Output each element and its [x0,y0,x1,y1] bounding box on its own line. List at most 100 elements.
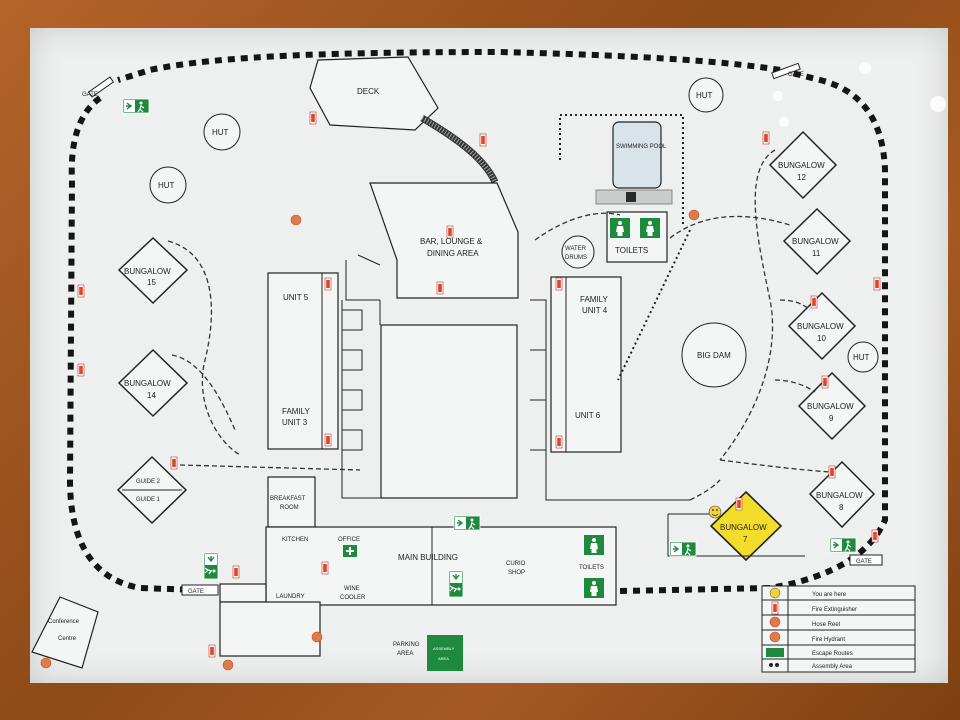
svg-text:BIG DAM: BIG DAM [697,351,731,360]
legend-hose-reel: Hose Reel [812,622,840,628]
glass-glare [773,62,946,127]
deck: DECK [309,56,439,131]
svg-text:UNIT 5: UNIT 5 [283,293,309,302]
svg-text:SWIMMING POOL: SWIMMING POOL [616,144,667,150]
office-first-aid [343,545,357,557]
bungalow-11: BUNGALOW 11 [782,207,852,276]
legend-assembly-area: Assembly Area [812,664,853,670]
big-dam: BIG DAM [681,322,747,388]
svg-text:MAIN BUILDING: MAIN BUILDING [398,553,458,562]
svg-text:TOILETS: TOILETS [579,565,604,571]
deck-walkway [420,114,499,184]
unit-5-family-unit-3: UNIT 5 FAMILY UNIT 3 [267,272,339,450]
bungalow-15: BUNGALOW 15 [117,236,189,305]
water-drums: WATER DRUMS [561,235,595,269]
svg-text:Conference: Conference [48,619,80,625]
gate-top-right: GATE [771,62,804,80]
svg-text:GATE: GATE [82,92,98,98]
svg-text:FAMILY: FAMILY [580,295,609,304]
svg-text:12: 12 [797,173,806,182]
svg-text:ROOM: ROOM [280,505,299,511]
svg-text:TOILETS: TOILETS [615,246,648,255]
bungalow-12: BUNGALOW 12 [768,130,838,200]
gate-bottom-right: GATE [849,554,883,566]
svg-text:DINING AREA: DINING AREA [427,249,479,258]
svg-text:HUT: HUT [158,181,175,190]
svg-text:GUIDE 2: GUIDE 2 [136,479,161,485]
main-building: BREAKFAST ROOM KITCHEN OFFICE MAIN BUILD… [219,476,617,657]
svg-text:FAMILY: FAMILY [282,407,311,416]
legend-escape-routes: Escape Routes [812,651,853,657]
you-are-here-marker [708,505,722,519]
parking-area: PARKING AREA ASSEMBLY AREA [393,635,463,671]
svg-text:BUNGALOW: BUNGALOW [124,379,171,388]
gate-bottom-left: GATE [181,584,219,596]
svg-text:BUNGALOW: BUNGALOW [124,267,171,276]
svg-text:KITCHEN: KITCHEN [282,537,308,543]
svg-text:BUNGALOW: BUNGALOW [807,402,854,411]
svg-text:UNIT 3: UNIT 3 [282,418,308,427]
bungalow-8: BUNGALOW 8 [808,460,876,529]
svg-text:WINE: WINE [344,586,360,592]
svg-text:HUT: HUT [212,128,229,137]
svg-text:9: 9 [829,414,834,423]
svg-text:DECK: DECK [357,87,380,96]
svg-text:15: 15 [147,278,156,287]
svg-text:BUNGALOW: BUNGALOW [720,523,767,532]
svg-text:BUNGALOW: BUNGALOW [778,161,825,170]
svg-text:8: 8 [839,503,844,512]
svg-text:GUIDE 1: GUIDE 1 [136,497,161,503]
svg-text:WATER: WATER [565,246,587,252]
svg-text:LAUNDRY: LAUNDRY [276,594,305,600]
svg-text:GATE: GATE [788,72,804,78]
toilet-sign [584,535,604,555]
svg-text:GATE: GATE [188,589,204,595]
gate-top-left: GATE [82,76,115,98]
svg-text:BUNGALOW: BUNGALOW [816,491,863,500]
svg-text:DRUMS: DRUMS [565,255,587,261]
svg-text:Centre: Centre [58,636,77,642]
legend-fire-hydrant: Fire Hydrant [812,637,845,643]
svg-text:11: 11 [812,249,821,258]
footpaths [167,149,831,501]
svg-text:BUNGALOW: BUNGALOW [792,237,839,246]
toilet-sign [584,578,604,598]
hut: HUT [149,166,187,204]
svg-text:BAR, LOUNGE &: BAR, LOUNGE & [420,237,483,246]
svg-text:SHOP: SHOP [508,570,525,576]
legend-you-are-here: You are here [812,592,847,598]
central-block [341,254,690,501]
pool-toilets: TOILETS [606,211,668,263]
svg-text:BREAKFAST: BREAKFAST [270,496,306,502]
bungalow-7: BUNGALOW 7 [709,490,783,562]
hut: HUT [688,77,724,113]
bungalow-10: BUNGALOW 10 [787,291,857,361]
svg-text:UNIT 4: UNIT 4 [582,306,608,315]
svg-text:UNIT 6: UNIT 6 [575,411,601,420]
svg-text:BUNGALOW: BUNGALOW [797,322,844,331]
bungalow-9: BUNGALOW 9 [797,371,867,441]
svg-text:HUT: HUT [696,91,713,100]
family-unit-4-unit-6: FAMILY UNIT 4 UNIT 6 [550,276,622,453]
svg-text:HUT: HUT [853,353,870,362]
bar-lounge-dining: BAR, LOUNGE & DINING AREA [369,182,519,299]
bungalow-14: BUNGALOW 14 [117,348,189,418]
hut: HUT [847,341,879,373]
svg-text:PARKING: PARKING [393,642,420,648]
hut: HUT [203,113,241,151]
guide-houses: GUIDE 2 GUIDE 1 [116,455,188,525]
conference-centre: Conference Centre [31,596,99,669]
svg-text:ASSEMBLY: ASSEMBLY [433,646,455,651]
svg-text:14: 14 [147,391,156,400]
legend-fire-extinguisher: Fire Extinguisher [812,607,857,613]
svg-text:OFFICE: OFFICE [338,537,360,543]
svg-text:GATE: GATE [856,559,872,565]
svg-text:7: 7 [743,535,748,544]
svg-text:AREA: AREA [397,651,413,657]
svg-text:CURIO: CURIO [506,561,526,567]
svg-text:COOLER: COOLER [340,595,366,601]
map-legend: You are here Fire Extinguisher Hose Reel… [761,585,916,673]
svg-text:AREA: AREA [438,656,449,661]
svg-text:10: 10 [817,334,826,343]
